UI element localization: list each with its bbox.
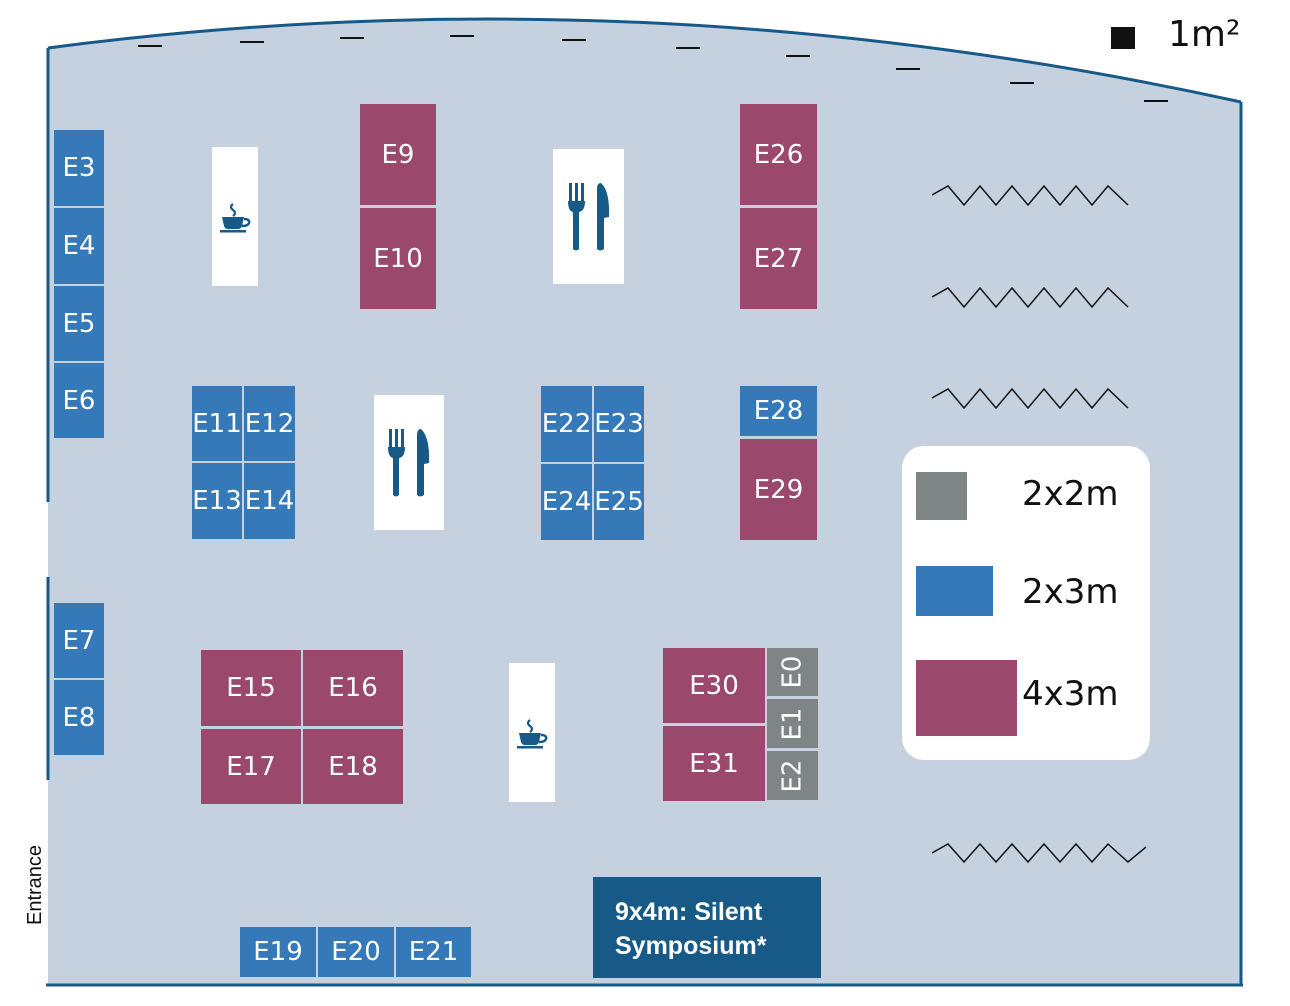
- food-station[interactable]: [553, 149, 624, 284]
- booth-e2-label: E2: [777, 759, 808, 792]
- booth-e19[interactable]: E19: [240, 927, 316, 977]
- booth-e28[interactable]: E28: [740, 386, 817, 436]
- booth-e29[interactable]: E29: [740, 439, 817, 540]
- booth-e1[interactable]: E1: [767, 699, 818, 748]
- booth-e18[interactable]: E18: [303, 729, 403, 804]
- window-marks: [138, 35, 1168, 102]
- silent-symposium-area[interactable]: 9x4m: Silent Symposium*: [593, 877, 821, 978]
- booth-e16[interactable]: E16: [303, 650, 403, 726]
- booth-e3[interactable]: E3: [54, 130, 104, 206]
- coffee-cup-icon: [517, 718, 548, 748]
- scale-label: 1m²: [1168, 14, 1241, 55]
- booth-e12[interactable]: E12: [244, 386, 295, 461]
- legend-swatch-2x2: [916, 472, 967, 520]
- coffee-station[interactable]: [509, 663, 555, 802]
- symposium-line-1: 9x4m: Silent: [615, 898, 763, 926]
- booth-e0[interactable]: E0: [767, 648, 818, 696]
- entrance-label: Entrance: [24, 844, 46, 925]
- fork-knife-icon: [567, 182, 609, 250]
- booth-e5[interactable]: E5: [54, 286, 104, 361]
- symposium-line-2: Symposium*: [615, 932, 767, 960]
- legend-swatch-2x3: [916, 566, 993, 616]
- booth-e0-label: E0: [777, 655, 808, 689]
- booth-e30[interactable]: E30: [663, 648, 765, 723]
- legend-label-2x3: 2x3m: [1022, 572, 1119, 612]
- booth-e15[interactable]: E15: [201, 650, 301, 726]
- food-station[interactable]: [374, 395, 444, 530]
- booth-e17[interactable]: E17: [201, 729, 301, 804]
- booth-e1-label: E1: [777, 707, 808, 740]
- booth-e8[interactable]: E8: [54, 680, 104, 755]
- booth-e7[interactable]: E7: [54, 603, 104, 678]
- booth-e31[interactable]: E31: [663, 726, 765, 801]
- legend-swatch-4x3: [916, 660, 1017, 736]
- booth-e21[interactable]: E21: [396, 927, 471, 977]
- booth-e22[interactable]: E22: [541, 386, 592, 462]
- booth-e27[interactable]: E27: [740, 208, 817, 309]
- booth-e11[interactable]: E11: [192, 386, 242, 461]
- fork-knife-icon: [388, 428, 430, 496]
- booth-e13[interactable]: E13: [192, 463, 242, 539]
- booth-e24[interactable]: E24: [541, 464, 592, 540]
- booth-e26[interactable]: E26: [740, 104, 817, 205]
- zigzag-partitions: [931, 184, 1147, 864]
- coffee-cup-icon: [220, 202, 251, 232]
- booth-e4[interactable]: E4: [54, 208, 104, 284]
- booth-e9[interactable]: E9: [360, 104, 436, 205]
- booth-e14[interactable]: E14: [244, 463, 295, 539]
- hall-top-wall: [47, 17, 1242, 104]
- legend-label-4x3: 4x3m: [1022, 674, 1119, 714]
- booth-e20[interactable]: E20: [318, 927, 394, 977]
- booth-e23[interactable]: E23: [594, 386, 644, 462]
- scale-square-icon: [1111, 27, 1135, 49]
- legend: 2x2m 2x3m 4x3m: [902, 446, 1150, 760]
- booth-e25[interactable]: E25: [594, 464, 644, 540]
- booth-e6[interactable]: E6: [54, 363, 104, 438]
- legend-label-2x2: 2x2m: [1022, 474, 1119, 514]
- booth-e2[interactable]: E2: [767, 751, 818, 800]
- booth-e10[interactable]: E10: [360, 208, 436, 309]
- coffee-station[interactable]: [212, 147, 258, 286]
